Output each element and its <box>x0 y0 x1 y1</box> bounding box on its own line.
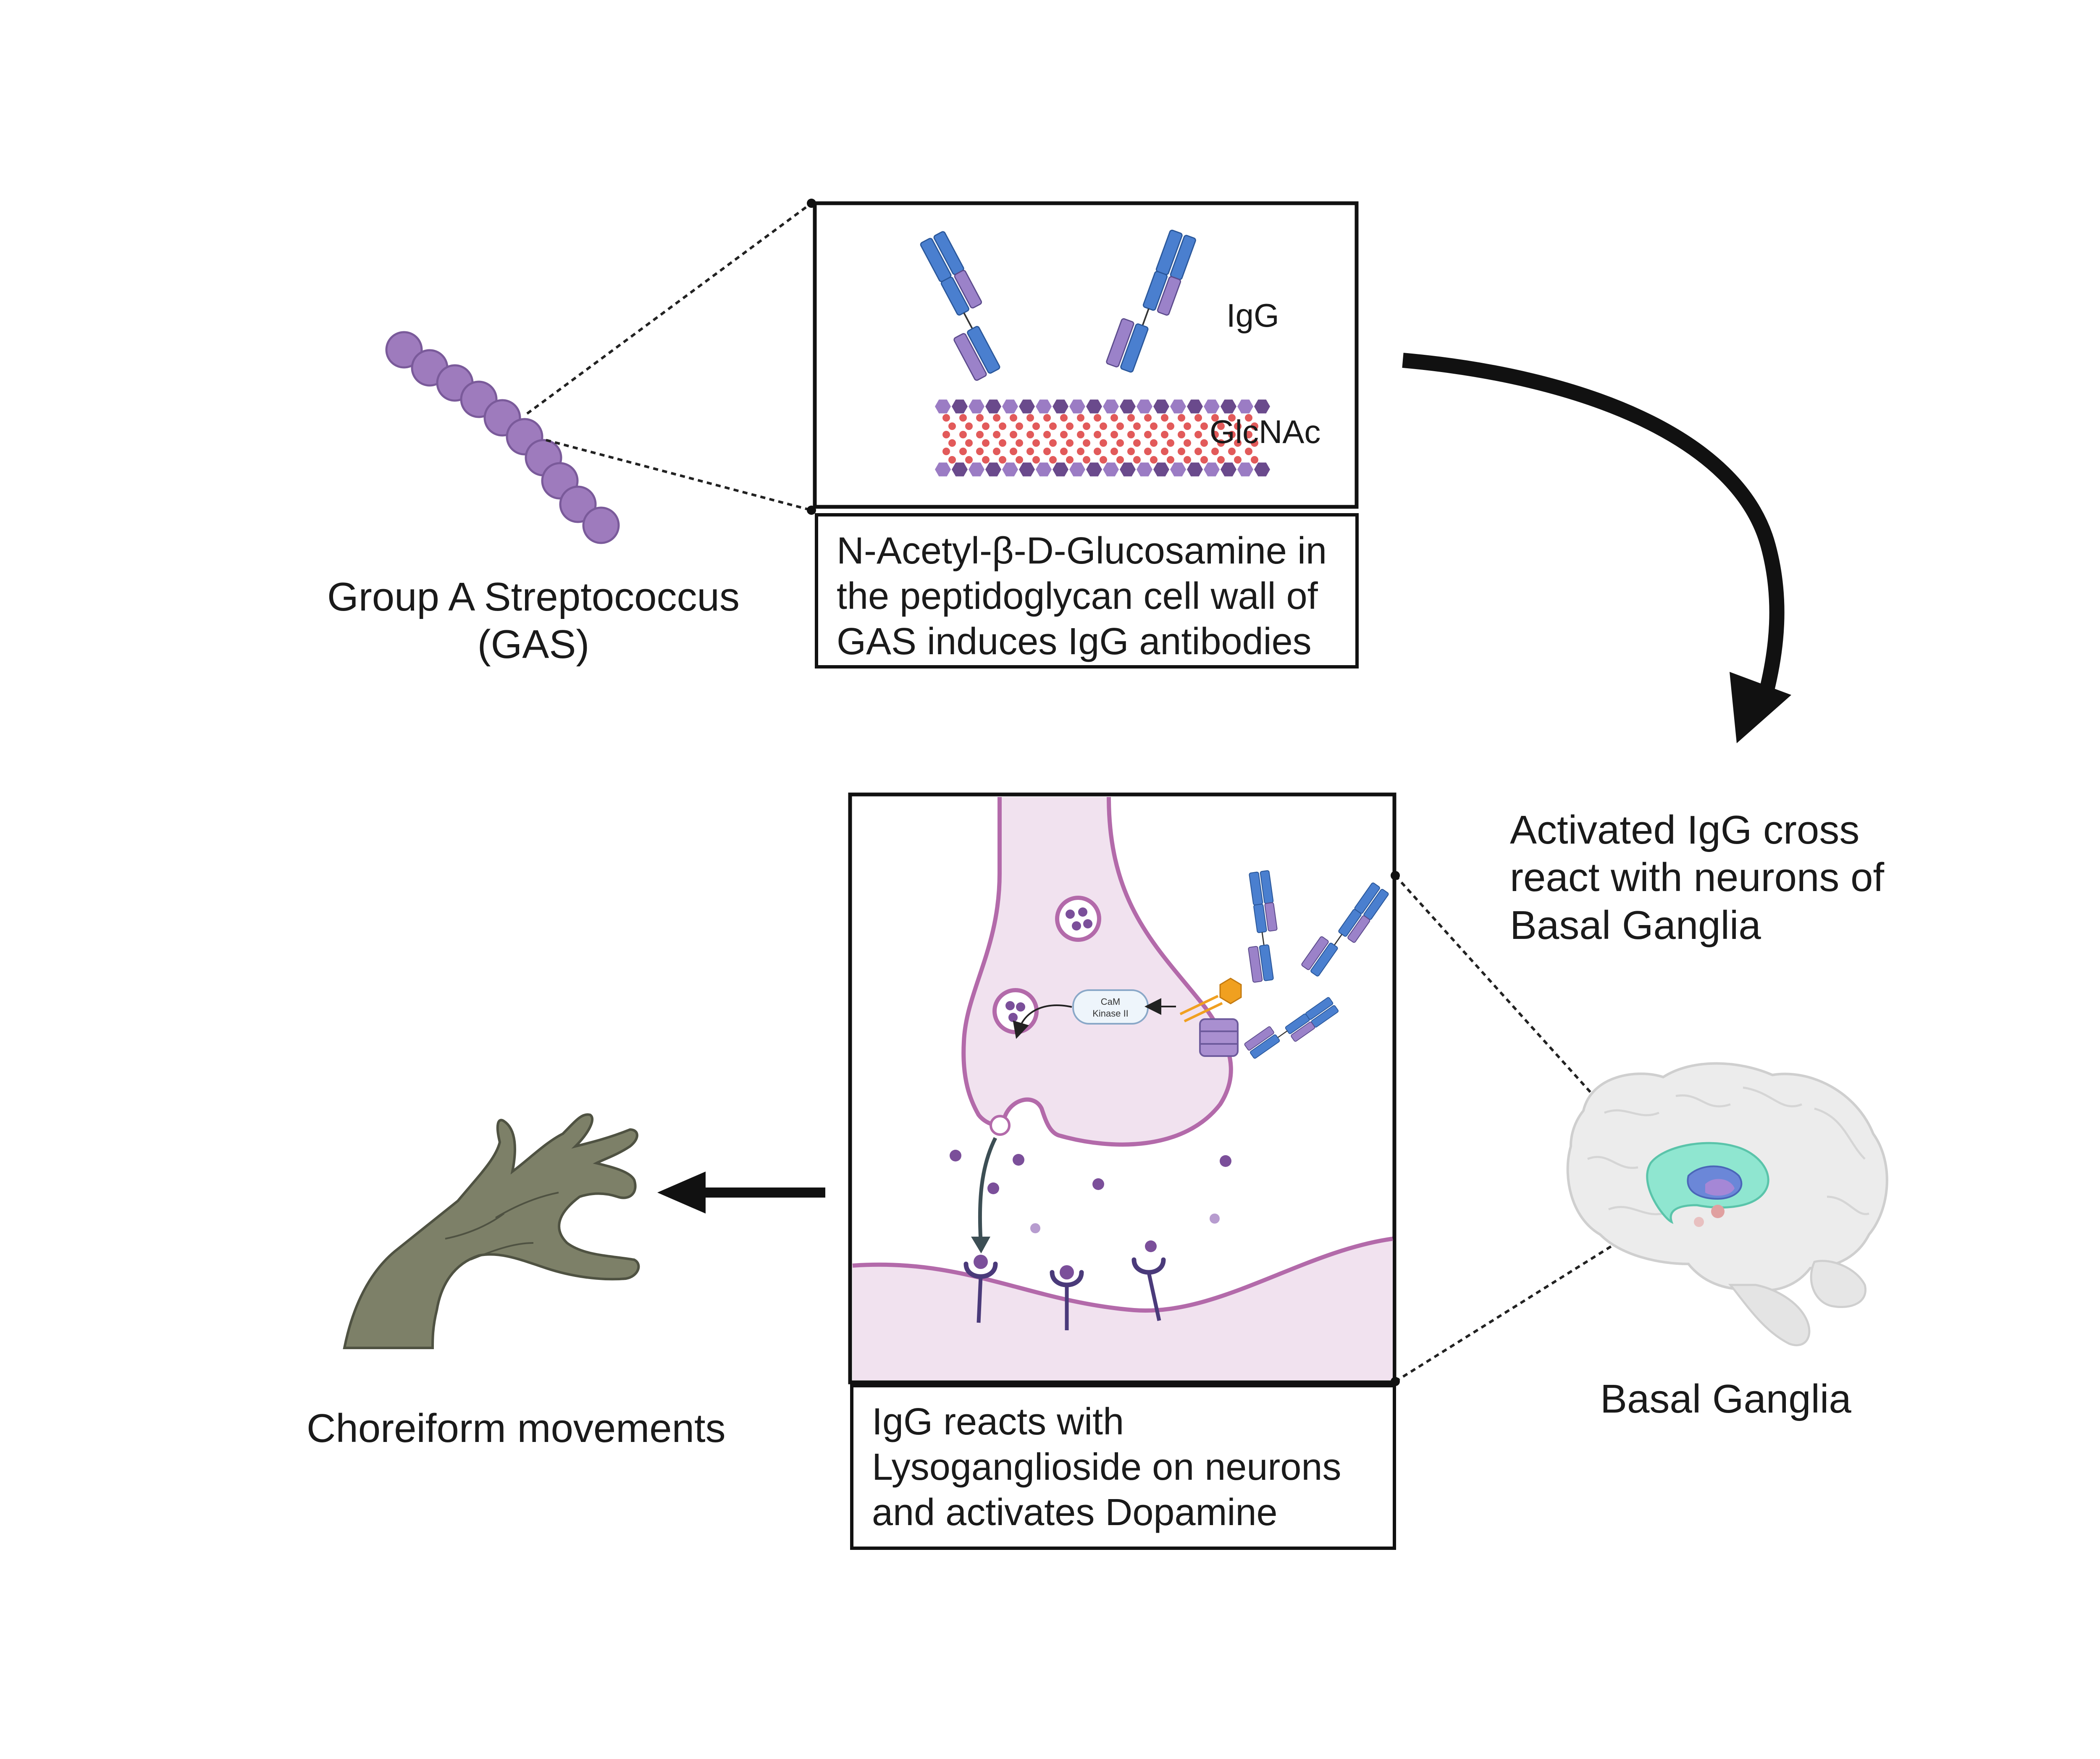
dopamine-receptor <box>1050 1265 1084 1330</box>
gas-label: Group A Streptococcus (GAS) <box>311 573 756 668</box>
caption-line: Lysoganglioside on neurons <box>872 1446 1341 1488</box>
glcnac-label: GlcNAc <box>1210 413 1320 450</box>
gas-bacteria-chain <box>385 331 620 544</box>
basal-ganglia-label: Basal Ganglia <box>1600 1376 1851 1421</box>
curved-arrow <box>1402 353 1791 743</box>
zoom-lines-brain <box>1394 874 1675 1383</box>
igg-label: IgG <box>1226 297 1279 334</box>
gas-label-line-1: Group A Streptococcus <box>327 574 740 619</box>
postsynaptic-membrane <box>852 1237 1393 1380</box>
gas-label-line-2: (GAS) <box>477 622 590 667</box>
zoom-lines-top <box>526 202 812 511</box>
synaptic-vesicle <box>992 988 1039 1034</box>
release-arrow <box>978 1137 998 1241</box>
activated-line: react with neurons of <box>1510 855 1885 900</box>
peptidoglycan-membrane-icon <box>935 399 1270 477</box>
cam-kinase-badge <box>1072 989 1149 1025</box>
release-arrowhead <box>971 1237 990 1253</box>
signal-arrow <box>1013 1004 1072 1039</box>
dopamine-receptor <box>1131 1257 1166 1321</box>
choreiform-label: Choreiform movements <box>307 1406 726 1451</box>
hand-illustration <box>343 1113 640 1349</box>
caption-line: GAS induces IgG antibodies <box>837 621 1312 663</box>
zoom-dot <box>1391 1377 1400 1386</box>
caption-line: N-Acetyl-β-D-Glucosamine in <box>837 530 1327 572</box>
neuron-caption-box: IgG reacts with Lysoganglioside on neuro… <box>850 1384 1396 1550</box>
dopamine-molecules <box>950 1150 1231 1252</box>
caption-line: the peptidoglycan cell wall of <box>837 575 1318 617</box>
caption-line: and activates Dopamine <box>872 1492 1278 1534</box>
zoom-dot <box>1391 871 1400 880</box>
activated-igg-label: Activated IgG cross react with neurons o… <box>1510 806 1884 949</box>
dopamine-receptor <box>963 1255 998 1323</box>
fusing-vesicle <box>990 1115 1011 1136</box>
arrow-to-hand <box>657 1172 825 1214</box>
brain-illustration <box>1566 1062 1888 1347</box>
activated-line: Basal Ganglia <box>1510 902 1761 948</box>
glcnac-caption-box: N-Acetyl-β-D-Glucosamine in the peptidog… <box>815 513 1359 668</box>
caption-line: IgG reacts with <box>872 1401 1124 1443</box>
presynaptic-terminal <box>961 797 1233 1147</box>
activated-line: Activated IgG cross <box>1510 807 1860 852</box>
membrane-receptor <box>1179 978 1242 1057</box>
camk-line-2: Kinase II <box>1092 1008 1129 1019</box>
synaptic-vesicle <box>1055 896 1101 942</box>
camk-line-1: CaM <box>1101 996 1120 1007</box>
